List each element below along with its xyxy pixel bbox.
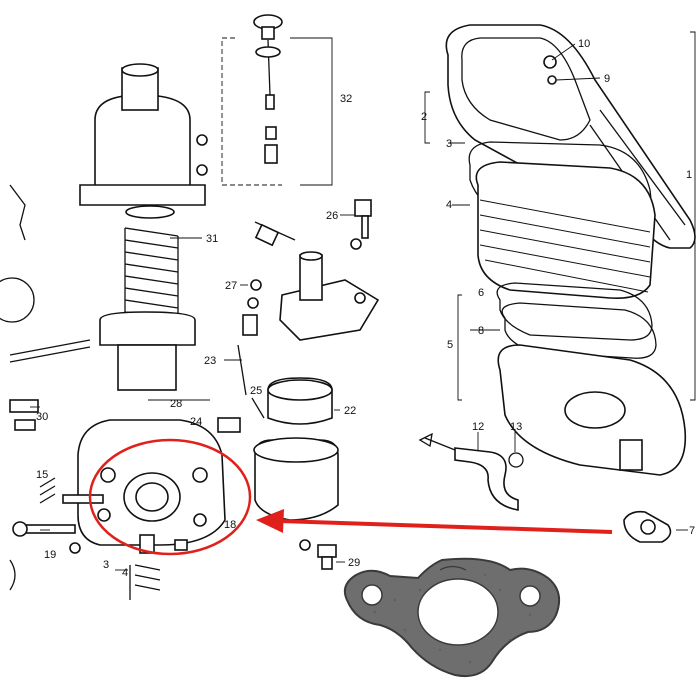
callout-13: 13 xyxy=(510,421,522,433)
callout-25: 25 xyxy=(250,385,262,397)
highlight-circle xyxy=(88,438,252,556)
callout-18: 18 xyxy=(224,519,236,531)
callout-31: 31 xyxy=(206,233,218,245)
callout-32: 32 xyxy=(340,93,352,105)
callout-27: 27 xyxy=(225,280,237,292)
callout-22: 22 xyxy=(344,405,356,417)
callout-6: 6 xyxy=(478,287,484,299)
callout-8: 8 xyxy=(478,325,484,337)
carburetor-assembly xyxy=(0,14,380,600)
callout-24: 24 xyxy=(190,416,202,428)
callout-26: 26 xyxy=(326,210,338,222)
callout-2: 2 xyxy=(421,111,427,123)
callout-23: 23 xyxy=(204,355,216,367)
air-filter-assembly xyxy=(418,24,696,543)
callout-1: 1 xyxy=(686,169,692,181)
callout-15: 15 xyxy=(36,469,48,481)
gasket-photo xyxy=(343,557,561,678)
red-pointer-arrow xyxy=(256,509,613,534)
callout-12: 12 xyxy=(472,421,484,433)
callout-4-bottom: 4 xyxy=(122,567,128,579)
callout-29: 29 xyxy=(348,557,360,569)
callout-3: 3 xyxy=(446,138,452,150)
callout-4: 4 xyxy=(446,199,452,211)
callout-5: 5 xyxy=(447,339,453,351)
callout-19: 19 xyxy=(44,549,56,561)
callout-7: 7 xyxy=(689,525,695,537)
piston-spring xyxy=(124,227,179,322)
callout-10: 10 xyxy=(578,38,590,50)
callout-9: 9 xyxy=(604,73,610,85)
callout-labels: 1 2 3 4 5 6 7 8 9 10 12 13 15 18 19 22 2… xyxy=(36,38,695,579)
callout-3-bottom: 3 xyxy=(103,559,109,571)
callout-30: 30 xyxy=(36,411,48,423)
callout-28: 28 xyxy=(170,398,182,410)
